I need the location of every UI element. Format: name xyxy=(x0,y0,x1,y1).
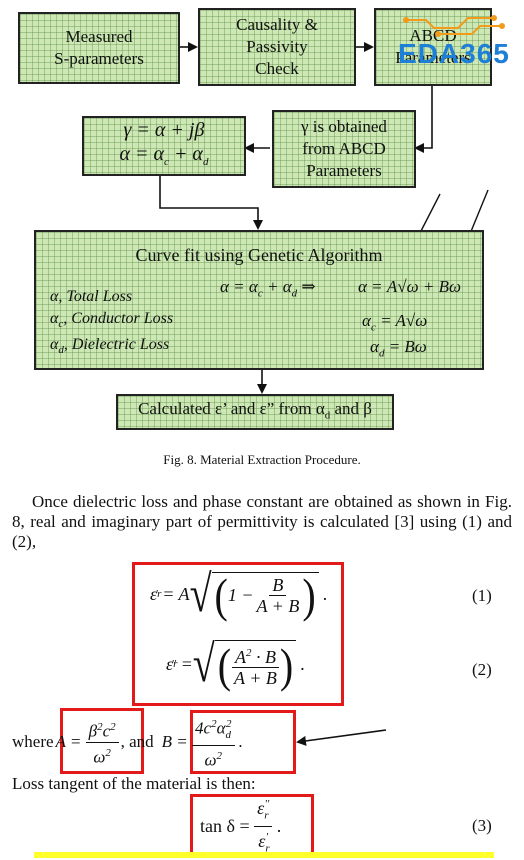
arrow-gamma-to-curvefit xyxy=(159,176,263,230)
curve-fit-relation-left: α = αc + αd ⇒ xyxy=(220,277,316,300)
box-causality-line3: Check xyxy=(255,59,299,78)
watermark-logo: EDA365 xyxy=(398,10,514,70)
curve-fit-relation-right: α = A√ω + Bω xyxy=(358,277,461,296)
box-causality-line1: Causality & xyxy=(236,15,318,34)
relation-left-text: α = α xyxy=(220,277,258,296)
legend-total-loss: α, Total Loss xyxy=(50,288,133,305)
alpha-d-equation: αd = Bω xyxy=(370,337,427,360)
legend-conductor-text: Conductor Loss xyxy=(71,310,174,327)
box-gamma-obtained-line1: γ is obtained xyxy=(301,117,387,136)
gamma-eq-line2: α = αc + αd xyxy=(119,143,209,168)
box-gamma-equation: γ = α + jβ α = αc + αd xyxy=(82,116,246,176)
calculated-tail: and β xyxy=(334,398,372,418)
curve-fit-title: Curve fit using Genetic Algorithm xyxy=(135,245,383,265)
box-measured-s-parameters: Measured S-parameters xyxy=(18,12,180,84)
gamma-eq-line1: γ = α + jβ xyxy=(123,119,205,141)
circuit-trace-icon xyxy=(403,15,505,37)
legend-dielectric-text: Dielectric Loss xyxy=(71,336,170,353)
legend-dielectric-loss: αd, Dielectric Loss xyxy=(50,336,170,357)
tan-delta-text: tan δ = xyxy=(200,815,250,836)
tan-delta-fraction: εr''εr' xyxy=(254,794,273,858)
body-paragraph: Once dielectric loss and phase constant … xyxy=(12,492,512,551)
equation-1-number: (1) xyxy=(472,586,492,605)
box-abcd-parameters: ABCD Parameters xyxy=(374,8,492,86)
loss-tangent-text: Loss tangent of the material is then: xyxy=(12,774,256,793)
arrow-abcd-to-gamma xyxy=(414,86,433,153)
and-text: , and xyxy=(120,732,154,751)
box-causality-line2: Passivity xyxy=(246,37,308,56)
annotation-arrow-3 xyxy=(296,729,387,746)
watermark-text: EDA365 xyxy=(398,38,510,69)
box-calculated-permittivity: Calculated ε’ and ε” from αd and β xyxy=(116,394,394,430)
box-measured-line2: S-parameters xyxy=(54,49,144,68)
equation-3-number: (3) xyxy=(472,816,492,835)
alpha-d-eq-text: = Bω xyxy=(388,337,427,356)
highlight-A-definition xyxy=(60,708,144,774)
calculated-text: Calculated ε’ and ε” from αd and β xyxy=(138,398,372,422)
highlight-B-definition xyxy=(190,710,296,774)
box-measured-line1: Measured xyxy=(65,27,133,46)
legend-conductor-loss: αc, Conductor Loss xyxy=(50,310,174,331)
box-abcd-line2: Parameters xyxy=(395,48,471,67)
alpha-c-equation: αc = A√ω xyxy=(362,311,428,334)
gamma-eq-line2-text: α = α xyxy=(119,143,165,165)
alpha-c-eq-text: = A√ω xyxy=(380,311,428,330)
box-gamma-obtained: γ is obtained from ABCD Parameters xyxy=(272,110,416,188)
figure-caption: Fig. 8. Material Extraction Procedure. xyxy=(163,452,361,467)
box-gamma-obtained-line3: Parameters xyxy=(306,161,382,180)
box-abcd-line1: ABCD xyxy=(409,26,457,45)
where-text: where xyxy=(12,732,54,751)
box-gamma-obtained-line2: from ABCD xyxy=(302,139,386,158)
box-causality-check: Causality & Passivity Check xyxy=(198,8,356,86)
equation-2-number: (2) xyxy=(472,660,492,679)
calculated-main: Calculated ε’ and ε” from α xyxy=(138,398,325,418)
yellow-highlight-bar xyxy=(34,852,494,858)
equation-3: tan δ = εr''εr' . xyxy=(200,798,281,854)
box-curve-fit: Curve fit using Genetic Algorithm α = αc… xyxy=(34,230,484,370)
highlight-eq1-eq2 xyxy=(132,562,344,706)
